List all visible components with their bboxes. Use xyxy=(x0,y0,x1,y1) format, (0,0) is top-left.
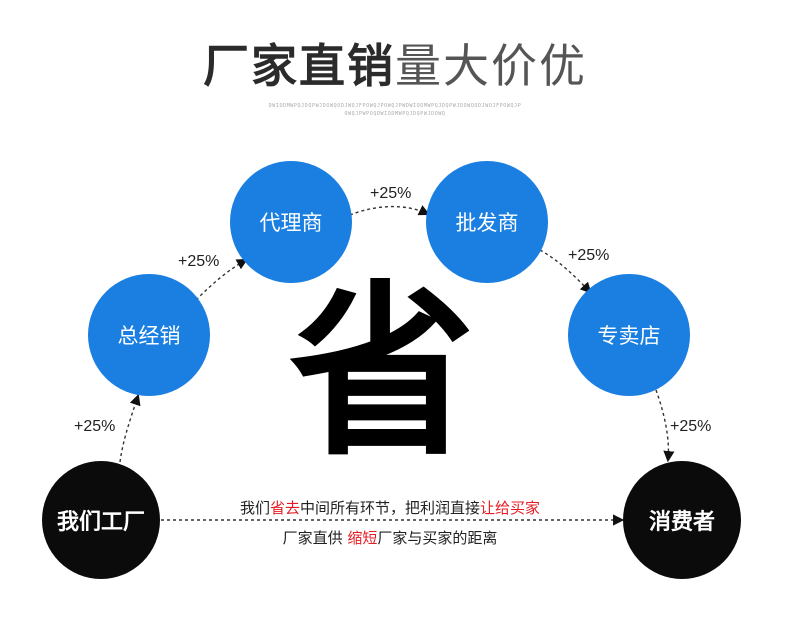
node-consumer: 消费者 xyxy=(623,461,741,579)
arrow-store-consumer xyxy=(655,389,675,463)
subtitle-line-1: DWIODMWPQJDQPWJDOWQODJWOJFPOWQJPOWQJPWDW… xyxy=(268,103,522,109)
markup-distributor-agent: +25% xyxy=(178,253,220,270)
node-agent: 代理商 xyxy=(230,161,352,283)
caption-top-highlight-1: 省去 xyxy=(269,499,300,517)
caption-bottom-part1: 厂家直供 xyxy=(282,529,348,547)
caption-top: 我们省去中间所有环节，把利润直接让给买家 xyxy=(170,497,610,518)
node-distributor: 总经销 xyxy=(88,274,210,396)
title-bold: 厂家直销 xyxy=(203,39,395,93)
arrow-distributor-agent xyxy=(195,258,248,301)
arrow-factory-distributor xyxy=(119,393,141,463)
caption-bottom: 厂家直供 缩短厂家与买家的距离 xyxy=(170,527,610,548)
markup-factory-distributor: +25% xyxy=(74,418,116,435)
subtitle-line-2: OWQJPWPOQDWIODMWPQJDQPWJDOWQ xyxy=(344,111,446,117)
caption-top-part3: 中间所有环节，把利润直接 xyxy=(300,499,481,517)
markup-store-consumer: +25% xyxy=(670,418,712,435)
caption-top-highlight-2: 让给买家 xyxy=(480,499,541,517)
node-store: 专卖店 xyxy=(568,274,690,396)
caption-bottom-part3: 厂家与买家的距离 xyxy=(377,529,498,547)
arrow-wholesaler-store xyxy=(539,249,592,294)
caption-bottom-highlight: 缩短 xyxy=(347,529,378,547)
title-light: 量大价优 xyxy=(395,39,587,93)
arrow-agent-wholesaler xyxy=(349,205,431,216)
page-title: 厂家直销量大价优 xyxy=(0,36,790,96)
node-factory: 我们工厂 xyxy=(42,461,160,579)
markup-agent-wholesaler: +25% xyxy=(370,185,412,202)
center-save-char: 省 xyxy=(288,264,475,481)
node-wholesaler: 批发商 xyxy=(426,161,548,283)
caption-top-part1: 我们 xyxy=(239,499,270,517)
markup-wholesaler-store: +25% xyxy=(568,247,610,264)
